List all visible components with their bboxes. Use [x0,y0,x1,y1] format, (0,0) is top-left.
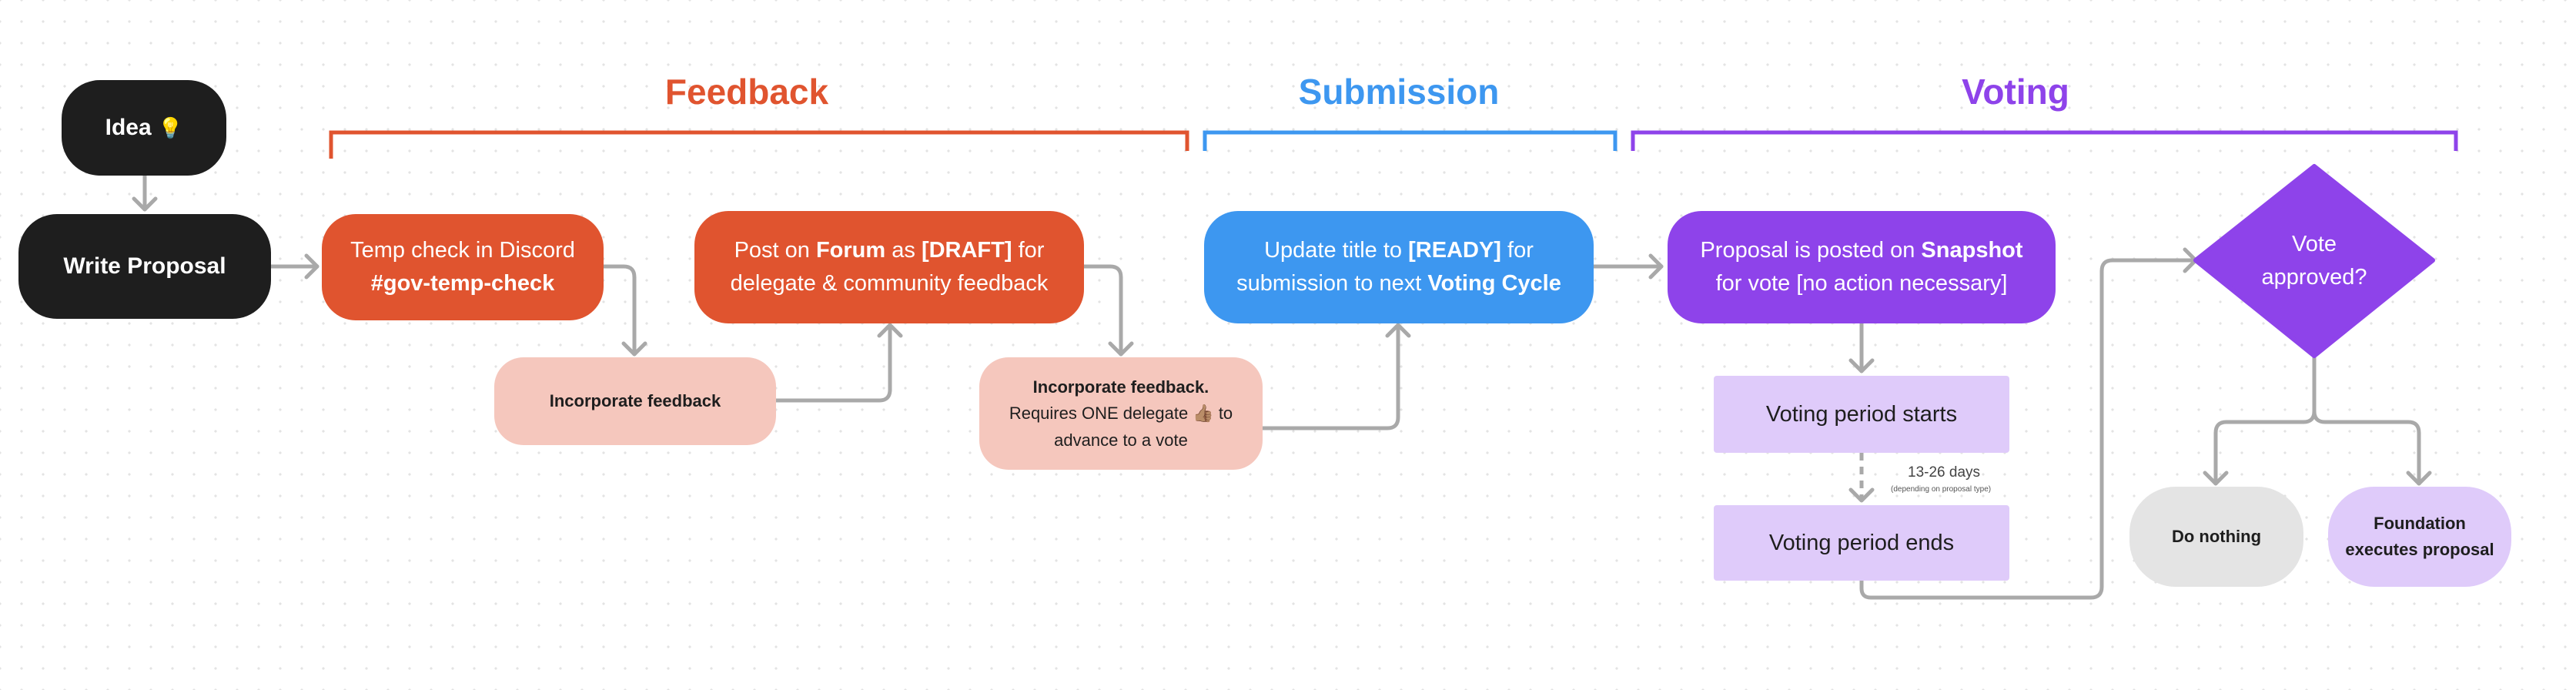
update-title-voting-cycle: Voting Cycle [1427,271,1561,296]
incorporate2-line1: Incorporate feedback. [1032,377,1209,397]
incorporate2-line2-a: Requires ONE delegate [1009,403,1193,423]
connector-diamond-donothing [2213,409,2317,486]
vote-approved-line2: approved? [2261,265,2367,290]
incorporate-feedback-label: Incorporate feedback [549,391,721,410]
update-title-node: Update title to [READY] for submission t… [1204,211,1594,323]
arrowhead [1108,341,1134,357]
temp-check-channel: #gov-temp-check [370,271,555,296]
snapshot-name: Snapshot [1921,238,2023,263]
connector-incorporate2-update [1260,323,1400,430]
foundation-line1: Foundation [2374,514,2466,533]
connector-ends-diamond [1859,258,2198,600]
update-title-ready: [READY] [1408,238,1501,263]
arrowhead [132,196,158,212]
do-nothing-node: Do nothing [2129,487,2303,587]
bracket-feedback [329,130,1189,159]
arrowhead [2406,471,2432,486]
arrowhead [1848,358,1875,373]
incorporate2-line3: advance to a vote [1054,430,1188,450]
arrowhead [877,323,903,338]
incorporate2-line2-b: to [1213,403,1233,423]
incorporate-feedback-delegate-node: Incorporate feedback. Requires ONE deleg… [979,357,1263,470]
arrowhead [304,253,319,280]
vote-approved-line1: Vote [2291,232,2337,256]
temp-check-line1: Temp check in Discord [350,238,575,263]
idea-label: Idea [105,115,152,140]
post-forum-text-a: Post on [734,238,816,263]
snapshot-line2: for vote [no action necessary] [1715,271,2008,296]
arrowhead [1385,323,1411,338]
update-title-text-c: for [1500,238,1534,263]
voting-ends-label: Voting period ends [1768,530,1955,555]
update-title-text-a: Update title to [1264,238,1409,263]
section-title-feedback: Feedback [664,72,829,112]
idea-node: Idea 💡 [62,80,226,176]
voting-ends-node: Voting period ends [1714,505,2009,581]
post-forum-draft: [DRAFT] [921,238,1012,263]
connector-diamond-foundation [2312,409,2421,486]
post-forum-text-c: as [885,238,922,263]
section-title-voting: Voting [1962,72,2069,112]
duration-note: (depending on proposal type) [1891,485,1992,494]
thumbs-up-icon: 👍🏽 [1193,404,1214,424]
post-forum-text-e: for [1012,238,1045,263]
post-forum-forum: Forum [815,238,886,263]
arrowhead [621,341,647,357]
voting-starts-label: Voting period starts [1765,401,1958,427]
arrowhead [1848,487,1875,503]
arrowhead [1648,253,1664,280]
connector-incorporate-forum [774,323,892,403]
snapshot-node: Proposal is posted on Snapshot for vote … [1668,211,2056,323]
write-proposal-label: Write Proposal [63,253,226,279]
lightbulb-icon: 💡 [158,117,183,140]
write-proposal-node: Write Proposal [18,214,271,319]
incorporate-feedback-node: Incorporate feedback [494,357,776,445]
voting-starts-node: Voting period starts [1714,376,2009,453]
post-forum-line2: delegate & community feedback [730,271,1049,296]
bracket-voting [1631,130,2458,151]
bracket-submission [1203,130,1618,151]
foundation-line2: executes proposal [2345,540,2494,559]
post-forum-node: Post on Forum as [DRAFT] for delegate & … [694,211,1084,323]
section-title-submission: Submission [1298,72,1500,112]
snapshot-text-a: Proposal is posted on [1700,238,1922,263]
update-title-text-d: submission to next [1236,271,1428,296]
temp-check-node: Temp check in Discord #gov-temp-check [322,214,604,320]
duration-label: 13-26 days [1908,464,1981,481]
connector-temp-incorporate [601,264,637,357]
arrowhead [2203,471,2229,486]
vote-approved-label: Vote approved? [2230,228,2399,294]
do-nothing-label: Do nothing [2171,527,2262,546]
connector-forum-incorporate2 [1082,264,1123,357]
foundation-executes-node: Foundation executes proposal [2328,487,2511,587]
decision-diamond [2193,164,2435,358]
